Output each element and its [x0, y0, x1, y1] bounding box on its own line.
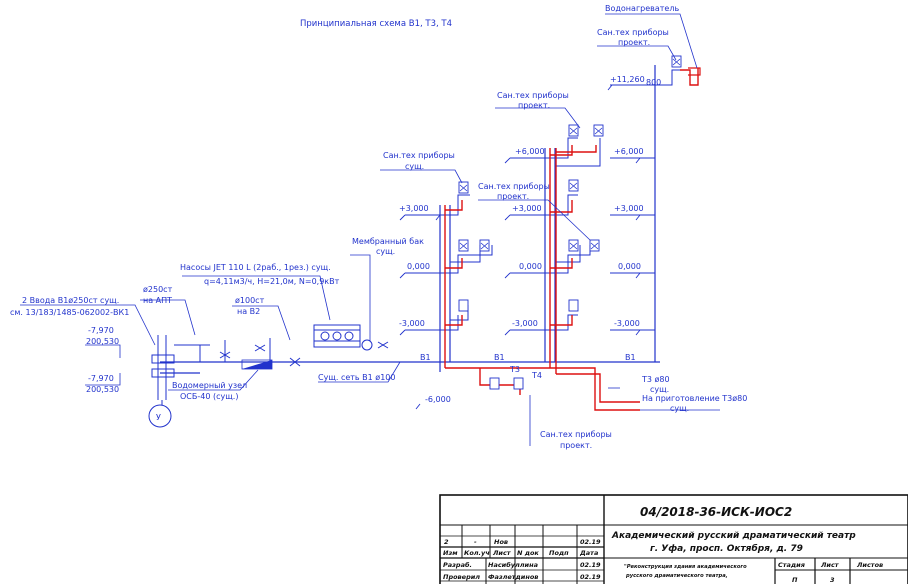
stamp-theatre: Академический русский драматический теат…	[611, 531, 856, 541]
elev-0000-right: 0,000	[618, 262, 641, 271]
stamp-desc-2: русского драматического театра,	[625, 573, 728, 579]
label-sanitary-mid-2: проект.	[518, 101, 550, 110]
label-inlets-1: 2 Ввода В1ø250ст сущ.	[22, 296, 119, 305]
stamp-desc-1: "Реконструкция здания академического	[624, 564, 747, 570]
label-apt-1: ø250ст	[143, 285, 173, 294]
elev-m3000-mid: -3,000	[512, 319, 538, 328]
elev-m3000-right: -3,000	[614, 319, 640, 328]
elev-m3000-left: -3,000	[399, 319, 425, 328]
label-meter-2: ОСБ-40 (сущ.)	[180, 392, 238, 401]
label-sanitary-center-2: проект.	[497, 192, 529, 201]
label-sanitary-top-2: проект.	[618, 38, 650, 47]
stamp-developer-role: Разраб.	[443, 561, 472, 569]
label-t3-1: Т3 ø80	[641, 375, 670, 384]
title-block-frame	[439, 494, 908, 584]
stamp-address: г. Уфа, просп. Октября, д. 79	[650, 543, 803, 554]
label-t3-2: сущ.	[650, 385, 669, 394]
elevation-ticks	[399, 84, 641, 410]
stamp-change-list: Нов	[494, 538, 508, 546]
pipe-label-t4: Т4	[531, 371, 542, 380]
pipe-label-b1-right: В1	[625, 353, 636, 362]
label-pumps-2: q=4,11м3/ч, H=21,0м, N=0,9кВт	[204, 277, 340, 286]
elev-3000-left: +3,000	[399, 204, 429, 213]
pipe-label-t3: Т3	[509, 365, 520, 374]
label-sanitary-bottom-2: проект.	[560, 441, 592, 450]
label-heating-1: На приготовление Т3ø80	[642, 394, 747, 403]
stamp-stage-value: П	[792, 576, 798, 584]
stamp-checker-name: Фазлетдинов	[488, 573, 538, 581]
stamp-change-izm: 2	[444, 538, 449, 546]
elev-m7970-bot: -7,970	[88, 374, 114, 383]
elev-0000-left: 0,000	[407, 262, 430, 271]
water-meter	[241, 359, 273, 370]
scheme-title: Принципиальная схема В1, Т3, Т4	[300, 19, 452, 29]
label-apt-2: на АПТ	[143, 296, 172, 305]
inlet-equipment	[148, 335, 389, 428]
elev-3000-right: +3,000	[614, 204, 644, 213]
cold-water-main-pipe	[160, 65, 660, 374]
label-b2-2: на В2	[237, 307, 260, 316]
elev-200530-bot: 200,530	[86, 385, 119, 394]
stamp-sheets-header: Листов	[856, 561, 883, 569]
pipe-label-b1-mid: В1	[494, 353, 505, 362]
stamp-header-kolych: Кол.уч	[464, 549, 490, 557]
stamp-header-podp: Подп	[549, 549, 569, 557]
elev-200530-top: 200,530	[86, 337, 119, 346]
elev-6000-mid: +6,000	[515, 147, 545, 156]
stamp-change-kol: -	[474, 538, 477, 546]
label-membrane-tank-2: сущ.	[376, 247, 395, 256]
water-heater	[688, 67, 701, 76]
label-exist-network: Сущ. сеть В1 ø100	[318, 373, 395, 382]
stamp-checker-role: Проверил	[443, 573, 480, 581]
label-inlets-2: см. 13/183/1485-062002-ВК1	[10, 308, 129, 317]
label-b2-1: ø100ст	[235, 296, 265, 305]
leader-lines	[20, 13, 720, 446]
label-membrane-tank-1: Мембранный бак	[352, 237, 424, 246]
stamp-developer-date: 02.19	[580, 561, 601, 569]
hot-water-pipes	[444, 68, 699, 411]
label-sanitary-exist-2: сущ.	[405, 162, 424, 171]
label-heating-2: сущ.	[670, 404, 689, 413]
label-circle-u: У	[156, 413, 161, 422]
label-meter-1: Водомерный узел	[172, 381, 247, 390]
label-water-heater: Водонагреватель	[605, 4, 679, 13]
label-sanitary-exist-1: Сан.тех приборы	[383, 151, 455, 160]
stamp-developer-name: Насибуллина	[488, 561, 538, 569]
elev-m7970-top: -7,970	[88, 326, 114, 335]
elev-6000-right: +6,000	[614, 147, 644, 156]
elev-11260: +11,260	[610, 75, 645, 84]
stamp-sheet-header: Лист	[820, 561, 840, 569]
label-sanitary-mid-1: Сан.тех приборы	[497, 91, 569, 100]
elev-800: 800	[646, 78, 661, 87]
stamp-header-data: Дата	[579, 549, 598, 557]
stamp-header-list: Лист	[492, 549, 512, 557]
pump-group	[313, 324, 361, 348]
stamp-sheet-value: 3	[830, 576, 835, 584]
stamp-code: 04/2018-36-ИСК-ИОС2	[640, 505, 792, 519]
label-sanitary-top-1: Сан.тех приборы	[597, 28, 669, 37]
stamp-stage-header: Стадия	[778, 561, 805, 569]
stamp-checker-date: 02.19	[580, 573, 601, 581]
right-riser-branches	[610, 69, 680, 331]
fixture-valve-marks	[459, 58, 681, 250]
elev-3000-mid: +3,000	[512, 204, 542, 213]
elev-m6000: -6,000	[425, 395, 451, 404]
left-riser-branches	[405, 194, 493, 331]
label-pumps-1: Насосы JET 110 L (2раб., 1рез.) сущ.	[180, 263, 331, 272]
stamp-header-izm: Изм	[443, 549, 458, 557]
label-sanitary-center-1: Сан.тех приборы	[478, 182, 550, 191]
stamp-header-ndok: N док	[517, 549, 539, 557]
elev-0000-mid: 0,000	[519, 262, 542, 271]
label-sanitary-bottom-1: Сан.тех приборы	[540, 430, 612, 439]
pipe-label-b1-left: В1	[420, 353, 431, 362]
fixture-symbols	[458, 55, 682, 390]
stamp-change-date: 02.19	[580, 538, 601, 546]
